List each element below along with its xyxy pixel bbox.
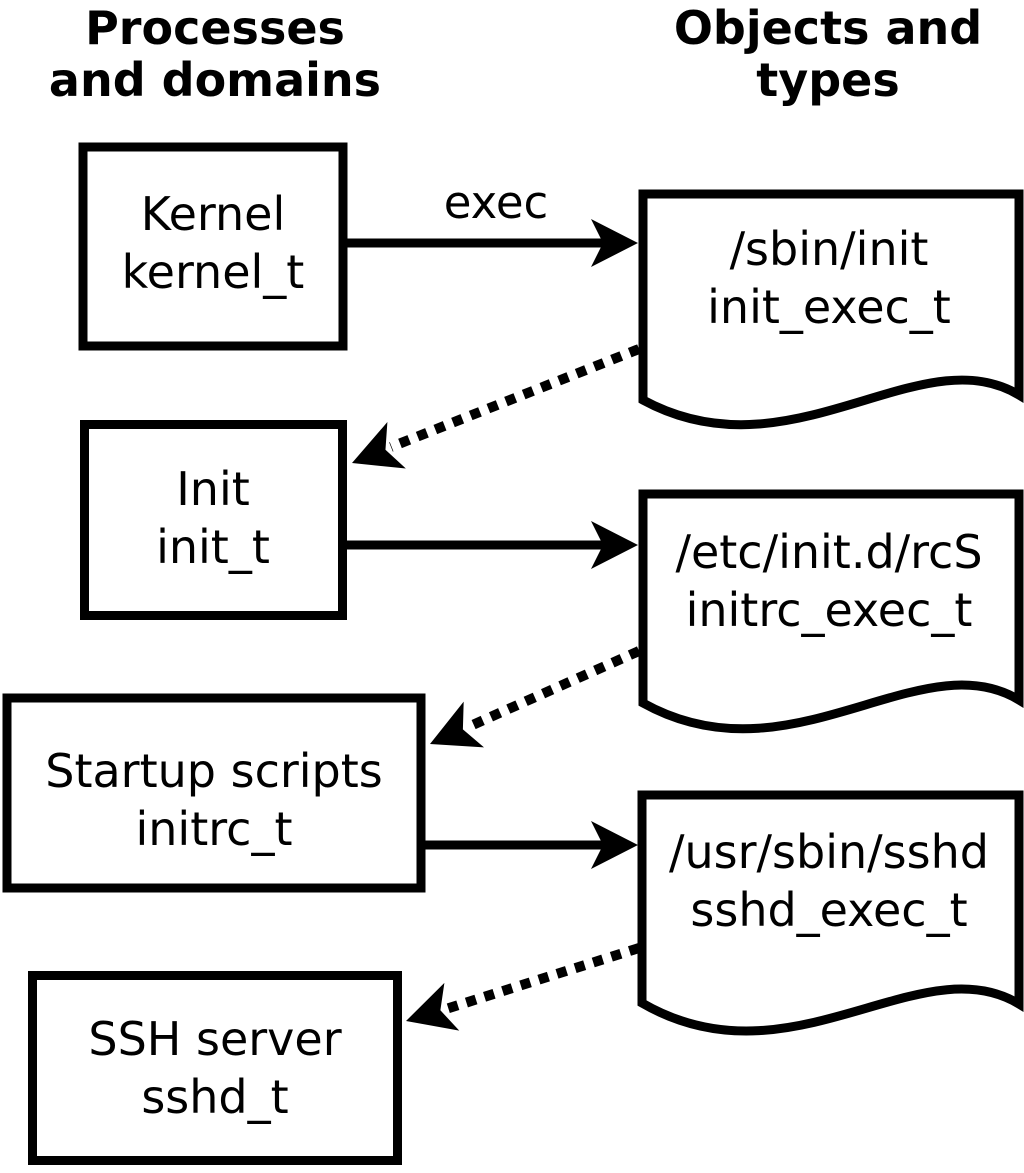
object-doc-etc-initd-rcS: /etc/init.d/rcS initrc_exec_t — [638, 489, 1024, 734]
document-shape — [637, 790, 1024, 1036]
object-type: sshd_exec_t — [690, 883, 967, 937]
process-domain: kernel_t — [122, 245, 305, 299]
transition-arrow-head-icon — [352, 422, 406, 469]
exec-arrow-label: exec — [444, 176, 549, 229]
exec-arrow-initrc-to-sshd — [424, 821, 638, 869]
transition-arrow-rcS-to-initrc — [430, 646, 642, 748]
object-path: /sbin/init — [730, 222, 929, 276]
document-shape — [638, 489, 1024, 734]
exec-arrow-head-icon — [591, 521, 638, 569]
process-box-ssh-server: SSH server sshd_t — [28, 971, 402, 1165]
process-label: Init — [176, 462, 250, 516]
header-processes-line1: Processes — [85, 1, 345, 55]
process-label: Kernel — [141, 187, 286, 241]
exec-arrow-kernel-to-sbin-init: exec — [346, 176, 638, 267]
process-label: Startup scripts — [45, 744, 383, 798]
exec-arrow-head-icon — [591, 821, 638, 869]
transition-arrow-line — [389, 344, 641, 452]
process-box-border — [2, 693, 426, 893]
exec-arrow-init-to-rcS — [346, 521, 638, 569]
header-objects-line1: Objects and — [674, 1, 982, 55]
object-type: init_exec_t — [707, 280, 951, 334]
document-shape — [638, 189, 1024, 430]
transition-arrow-line — [465, 646, 642, 732]
object-doc-sbin-init: /sbin/init init_exec_t — [638, 189, 1024, 430]
object-type: initrc_exec_t — [686, 583, 973, 637]
exec-arrow-head-icon — [591, 219, 638, 267]
process-box-kernel: Kernel kernel_t — [78, 142, 348, 351]
process-label: SSH server — [88, 1012, 341, 1066]
process-box-border — [28, 971, 402, 1165]
transition-arrow-line — [444, 943, 641, 1014]
process-box-startup-scripts: Startup scripts initrc_t — [2, 693, 426, 893]
transition-arrow-head-icon — [406, 982, 460, 1031]
column-header-objects: Objects and types — [674, 1, 982, 107]
column-header-processes: Processes and domains — [49, 1, 381, 107]
transition-arrow-sshd-exec-to-sshd — [406, 943, 641, 1031]
transition-arrow-head-icon — [430, 701, 485, 748]
header-processes-line2: and domains — [49, 53, 381, 107]
process-box-init: Init init_t — [80, 420, 347, 620]
object-doc-usr-sbin-sshd: /usr/sbin/sshd sshd_exec_t — [637, 790, 1024, 1036]
process-domain: init_t — [156, 520, 270, 574]
process-box-border — [80, 420, 347, 620]
header-objects-line2: types — [756, 53, 899, 107]
process-domain: sshd_t — [141, 1070, 288, 1124]
object-path: /usr/sbin/sshd — [669, 825, 989, 879]
process-box-border — [78, 142, 348, 351]
transition-arrow-sbin-init-to-init — [352, 344, 641, 469]
object-path: /etc/init.d/rcS — [675, 525, 982, 579]
process-domain: initrc_t — [136, 802, 293, 856]
